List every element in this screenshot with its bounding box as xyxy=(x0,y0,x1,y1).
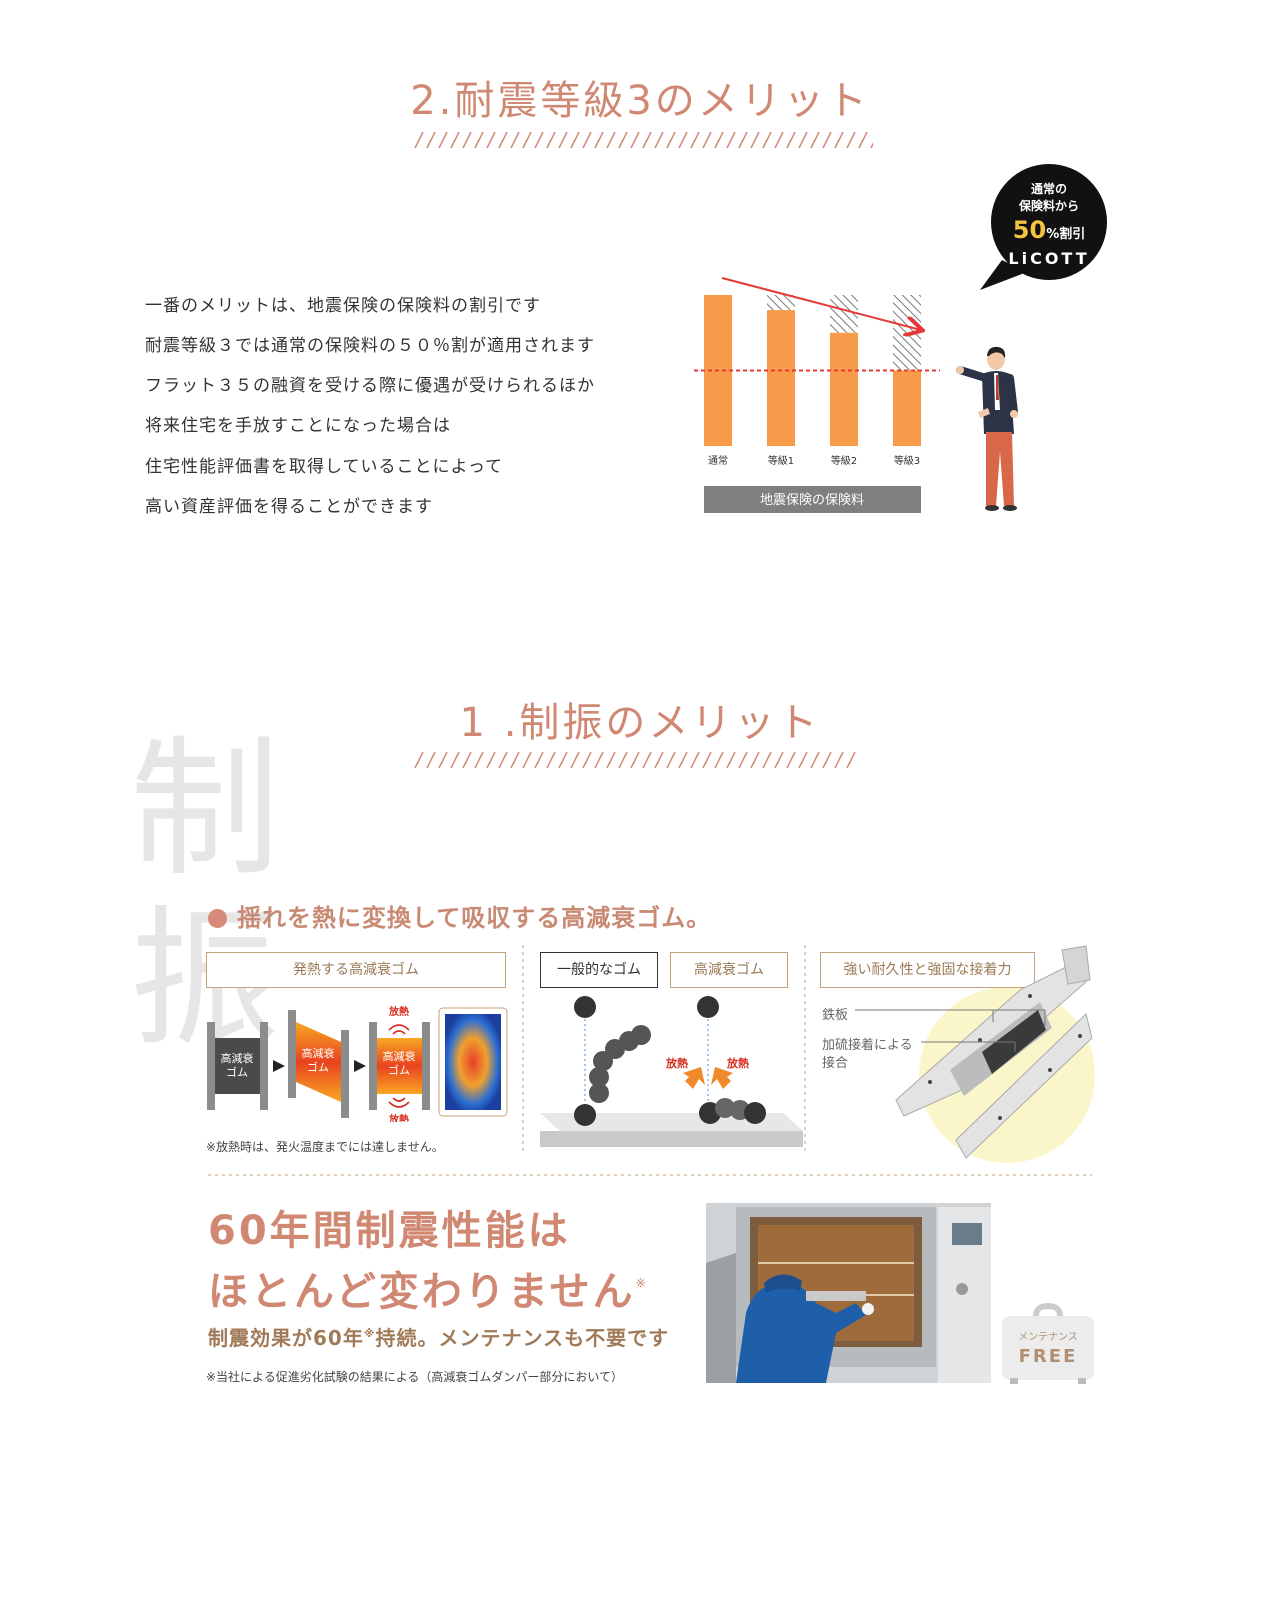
chart-tick-label: 等級2 xyxy=(831,454,857,467)
body-line: 一番のメリットは、地震保険の保険料の割引です xyxy=(145,296,541,316)
body-line: 住宅性能評価書を取得していることによって xyxy=(145,457,504,477)
bubble-brand: LiCOTT xyxy=(1008,249,1089,268)
chart-tick-label: 通常 xyxy=(708,454,728,467)
panel1-note: ※放熱時は、発火温度までには達しません。 xyxy=(206,1140,444,1154)
bond-label-1: 加硫接着による xyxy=(822,1038,913,1053)
panel1-label: 発熱する高減衰ゴム xyxy=(206,952,506,988)
feature-heading-text: 揺れを熱に変換して吸収する高減衰ゴム。 xyxy=(237,904,712,932)
chart-bar xyxy=(767,310,795,446)
block1-text: 高減衰 xyxy=(221,1051,254,1065)
chart-reduction-hatch xyxy=(767,295,795,311)
insurance-chart: 通常 等級1 等級2 等級3 地震保険の保険料 xyxy=(694,277,940,513)
bubble-discount-num: 50 xyxy=(1013,216,1046,244)
section1-title-underline xyxy=(413,752,858,768)
chart-trend-arrow xyxy=(721,277,921,330)
chart-xlabel-band xyxy=(704,486,921,513)
bullet-dot xyxy=(208,909,227,928)
arrow-right-icon xyxy=(273,1060,285,1072)
chart-reduction-hatch xyxy=(830,295,858,333)
svg-text:ゴム: ゴム xyxy=(226,1065,248,1079)
steel-plate-diagram xyxy=(895,945,1093,1159)
thermograph-image xyxy=(445,1014,501,1110)
body-line: 耐震等級３では通常の保険料の５０％割が適用されます xyxy=(145,336,595,356)
chart-bar xyxy=(893,370,921,446)
body-line: 将来住宅を手放すことになった場合は xyxy=(145,416,451,436)
chart-tick-label: 等級3 xyxy=(894,454,920,467)
body-line: 高い資産評価を得ることができます xyxy=(145,497,433,517)
heat-waves-icon xyxy=(388,1024,410,1035)
panel3-label: 強い耐久性と強固な接着力 xyxy=(820,952,1035,988)
chart-bar xyxy=(830,332,858,446)
bubble-discount-unit: %割引 xyxy=(1046,226,1085,242)
heat-label-bottom: 放熱 xyxy=(388,1113,409,1122)
panel2-label-general: 一般的なゴム xyxy=(540,952,658,988)
bubble-line1: 通常の xyxy=(1031,181,1067,196)
chart-xlabel: 地震保険の保険料 xyxy=(760,493,864,508)
case-top-text: メンテナンス xyxy=(1018,1331,1078,1343)
body-line: フラット３５の融資を受ける際に優遇が受けられるほか xyxy=(145,376,595,396)
leader-lines xyxy=(855,1009,1046,1052)
hand xyxy=(956,366,964,374)
rubber-heating-diagram: 高減衰 ゴム 高減衰 ゴム 高減衰 ゴム 放熱 放熱 xyxy=(207,1005,508,1122)
aging-test-photo xyxy=(706,1203,991,1383)
maintenance-free-case: メンテナンス FREE xyxy=(1002,1302,1094,1384)
durability-heading-line2: ほとんど変わりません※ xyxy=(208,1269,649,1315)
heat-label-top: 放熱 xyxy=(388,1005,409,1018)
bubble-line2: 保険料から xyxy=(1018,198,1079,213)
heat-arrow-icon xyxy=(711,1067,733,1089)
svg-text:50%割引: 50%割引 xyxy=(1013,216,1085,244)
worker xyxy=(736,1282,866,1383)
panel-dividers xyxy=(208,945,1092,1176)
section1-title: 1 .制振のメリット xyxy=(459,700,821,746)
panel2-label-high: 高減衰ゴム xyxy=(670,952,788,988)
bg-char-sei: 制 xyxy=(130,723,281,897)
chart-reduction-hatch xyxy=(893,295,921,371)
heat-arrow-icon xyxy=(683,1067,705,1089)
heat-label-left: 放熱 xyxy=(665,1056,688,1070)
trousers xyxy=(986,432,1014,506)
durability-heading-line1: 60年間制震性能は xyxy=(208,1208,571,1254)
case-main-text: FREE xyxy=(1019,1346,1078,1367)
businessman-illustration xyxy=(956,346,1018,511)
heat-label-right: 放熱 xyxy=(726,1056,749,1070)
svg-text:高減衰: 高減衰 xyxy=(302,1046,335,1060)
svg-text:ゴム: ゴム xyxy=(307,1060,329,1074)
discount-bubble: 通常の 保険料から 50%割引 LiCOTT xyxy=(980,164,1107,290)
chart-tick-label: 等級1 xyxy=(768,454,794,467)
svg-text:ゴム: ゴム xyxy=(388,1063,410,1077)
svg-text:高減衰: 高減衰 xyxy=(383,1049,416,1063)
section2-title-underline xyxy=(413,132,873,148)
yellow-glow xyxy=(919,987,1095,1163)
test-note: ※当社による促進劣化試験の結果による（高減衰ゴムダンパー部分において） xyxy=(206,1370,623,1384)
arrow-right-icon xyxy=(354,1060,366,1072)
steel-label: 鉄板 xyxy=(822,1008,849,1023)
feature-heading: 揺れを熱に変換して吸収する高減衰ゴム。 xyxy=(208,898,711,933)
bond-label-2: 接合 xyxy=(822,1056,849,1071)
durability-subheading: 制震効果が60年※持続。メンテナンスも不要です xyxy=(208,1326,670,1350)
rubber-comparison-diagram: 放熱 放熱 xyxy=(540,996,803,1147)
section2-title: 2.耐震等級3のメリット xyxy=(410,78,870,124)
